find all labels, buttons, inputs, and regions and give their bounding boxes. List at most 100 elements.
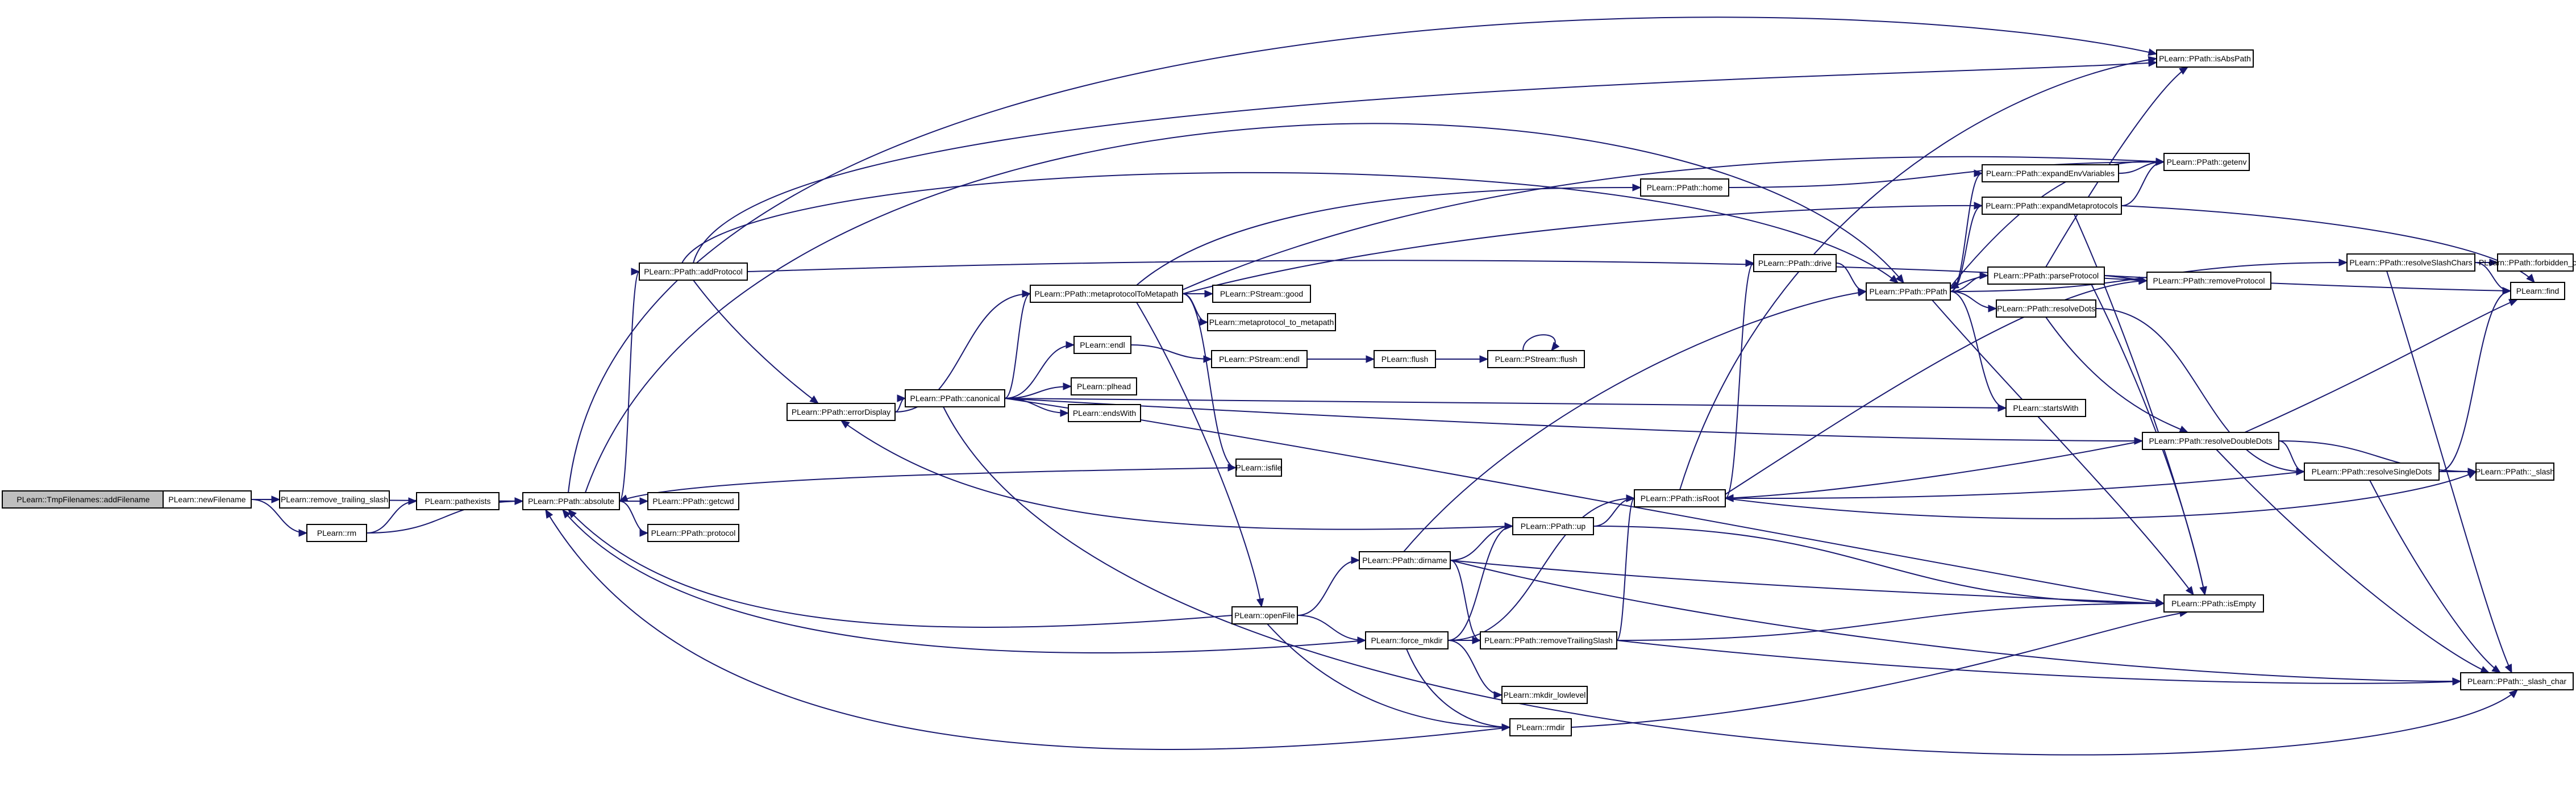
node-psendl[interactable]: PLearn::PStream::endl: [1211, 350, 1308, 368]
edge-removeTrailingSlash-to-isEmpty: [1616, 599, 2165, 641]
edge-line: [2095, 308, 2305, 472]
node-dirname[interactable]: PLearn::PPath::dirname: [1359, 551, 1451, 569]
edge-addProtocol-to-removeProtocol: [747, 260, 2148, 284]
edge-resolveDoubleDots-to-resolveSingleDots: [2278, 440, 2306, 476]
node-addProtocol[interactable]: PLearn::PPath::addProtocol: [639, 263, 748, 281]
edge-line: [2045, 66, 2188, 268]
edge-line: [568, 16, 2157, 493]
edge-line: [2278, 440, 2305, 472]
edge-rm-to-pathexists: [366, 497, 418, 534]
node-isAbsPath[interactable]: PLearn::PPath::isAbsPath: [2156, 49, 2254, 68]
node-errorDisplay[interactable]: PLearn::PPath::errorDisplay: [786, 403, 896, 421]
node-getcwd[interactable]: PLearn::PPath::getcwd: [647, 492, 739, 510]
node-drive[interactable]: PLearn::PPath::drive: [1753, 254, 1837, 272]
edge-arrowhead: [2185, 586, 2194, 596]
edge-line: [1571, 611, 2188, 728]
edge-arrowhead: [840, 420, 850, 428]
node-getenv[interactable]: PLearn::PPath::getenv: [2163, 153, 2250, 171]
edge-up-to-errorDisplay: [840, 420, 1513, 530]
node-rts[interactable]: PLearn::remove_trailing_slash: [279, 490, 390, 509]
edge-forcemkdir-to-mkdirlow: [1447, 640, 1503, 699]
node-label: PLearn::PPath::removeProtocol: [2153, 276, 2265, 285]
node-good[interactable]: PLearn::PStream::good: [1212, 285, 1311, 303]
node-resolveDoubleDots[interactable]: PLearn::PPath::resolveDoubleDots: [2142, 432, 2279, 450]
node-endsWith[interactable]: PLearn::endsWith: [1068, 404, 1141, 422]
node-mkdirlow[interactable]: PLearn::mkdir_lowlevel: [1501, 686, 1588, 704]
node-label: PLearn::force_mkdir: [1371, 636, 1442, 645]
node-label: PLearn::PPath::PPath: [1870, 287, 1947, 296]
node-rm[interactable]: PLearn::rm: [306, 524, 367, 542]
edge-line: [1932, 299, 2194, 595]
node-newFilename[interactable]: PLearn::newFilename: [163, 490, 252, 509]
node-absolute[interactable]: PLearn::PPath::absolute: [522, 492, 620, 510]
edge-absolute-to-protocol: [619, 501, 649, 537]
edge-line: [1004, 398, 2143, 441]
node-expandEnv[interactable]: PLearn::PPath::expandEnvVariables: [1982, 164, 2119, 182]
node-forbidden[interactable]: PLearn::PPath::forbidden_chars: [2479, 253, 2576, 272]
node-flush[interactable]: PLearn::flush: [1374, 350, 1436, 368]
edge-isRoot-to-drive: [1725, 259, 1755, 499]
node-endl[interactable]: PLearn::endl: [1073, 336, 1131, 354]
node-isfile[interactable]: PLearn::isfile: [1235, 459, 1282, 477]
node-up[interactable]: PLearn::PPath::up: [1512, 517, 1594, 535]
node-protocol[interactable]: PLearn::PPath::protocol: [647, 524, 739, 542]
node-resolveSingleDots[interactable]: PLearn::PPath::resolveSingleDots: [2304, 463, 2440, 481]
edge-line: [1950, 173, 1983, 292]
edge-dirname-to-removeTrailingSlash: [1450, 560, 1481, 644]
edge-line: [840, 420, 1513, 530]
node-plhead[interactable]: PLearn::plhead: [1071, 377, 1137, 395]
node-pathexists[interactable]: PLearn::pathexists: [416, 492, 500, 510]
node-label: PLearn::PPath::resolveDoubleDots: [2149, 436, 2272, 445]
node-root[interactable]: PLearn::TmpFilenames::addFilename: [2, 490, 165, 509]
node-ppath[interactable]: PLearn::PPath::PPath: [1866, 282, 1951, 301]
edge-line: [2216, 449, 2490, 673]
edge-endl-to-psendl: [1130, 344, 1213, 363]
edge-forcemkdir-to-isRoot: [1447, 494, 1636, 641]
edge-arrowhead: [1988, 305, 1997, 313]
node-m2m[interactable]: PLearn::PPath::metaprotocolToMetapath: [1030, 285, 1183, 303]
node-box: [647, 492, 739, 510]
node-removeProtocol[interactable]: PLearn::PPath::removeProtocol: [2146, 272, 2271, 290]
node-label: PLearn::startsWith: [2013, 403, 2078, 413]
edge-arrowhead: [514, 497, 524, 505]
node-resolveSlashChars[interactable]: PLearn::PPath::resolveSlashChars: [2346, 253, 2475, 272]
edge-line: [1725, 280, 2148, 495]
edge-line: [568, 509, 1233, 628]
edge-psflush-to-psflush: [1522, 334, 1560, 351]
node-slash[interactable]: PLearn::PPath::_slash: [2475, 463, 2554, 481]
edge-line: [1728, 161, 2165, 188]
node-parseProtocol[interactable]: PLearn::PPath::parseProtocol: [1987, 266, 2105, 285]
edge-canonical-to-startsWith: [1004, 398, 2007, 412]
edge-arrowhead: [2148, 56, 2158, 64]
node-box: [2475, 463, 2554, 481]
node-box: [2163, 594, 2264, 613]
node-isEmpty[interactable]: PLearn::PPath::isEmpty: [2163, 594, 2264, 613]
node-slashchar[interactable]: PLearn::PPath::_slash_char: [2460, 672, 2574, 690]
edge-arrowhead: [1366, 355, 1375, 363]
node-startsWith[interactable]: PLearn::startsWith: [2005, 399, 2086, 417]
node-openFile[interactable]: PLearn::openFile: [1231, 606, 1298, 624]
edge-errorDisplay-to-canonical: [894, 394, 906, 413]
node-find[interactable]: PLearn::find: [2510, 282, 2565, 300]
node-rmdir[interactable]: PLearn::rmdir: [1509, 718, 1572, 736]
node-home[interactable]: PLearn::PPath::home: [1640, 178, 1729, 197]
node-box: [1374, 350, 1436, 368]
node-psflush[interactable]: PLearn::PStream::flush: [1487, 350, 1585, 368]
node-forcemkdir[interactable]: PLearn::force_mkdir: [1365, 631, 1449, 649]
node-box: [2156, 49, 2254, 68]
node-box: [1866, 282, 1951, 301]
node-box: [1235, 459, 1282, 477]
edges-layer: [149, 16, 2535, 756]
node-resolveDots[interactable]: PLearn::PPath::resolveDots: [1996, 299, 2096, 318]
node-removeTrailingSlash[interactable]: PLearn::PPath::removeTrailingSlash: [1480, 631, 1617, 649]
node-mp2m[interactable]: PLearn::metaprotocol_to_metapath: [1207, 313, 1336, 331]
edge-line: [1297, 560, 1360, 616]
edge-line: [545, 509, 1510, 750]
node-isRoot[interactable]: PLearn::PPath::isRoot: [1634, 489, 1726, 507]
node-canonical[interactable]: PLearn::PPath::canonical: [905, 389, 1005, 407]
edge-removeTrailingSlash-to-slashchar: [1616, 640, 2462, 686]
node-expandMeta[interactable]: PLearn::PPath::expandMetaprotocols: [1982, 197, 2122, 215]
edge-line: [1725, 471, 2305, 499]
node-box: [1073, 336, 1131, 354]
edge-m2m-to-home: [1136, 184, 1642, 286]
